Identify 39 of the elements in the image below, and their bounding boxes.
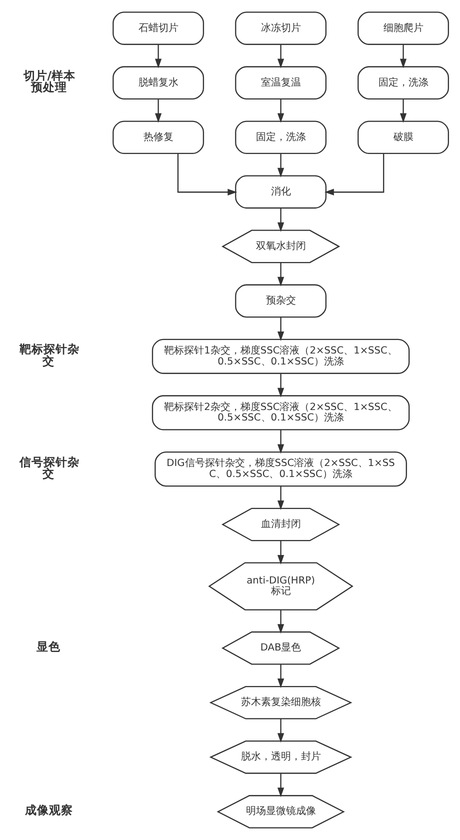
arrow (276, 664, 284, 688)
arrow (276, 719, 284, 743)
arrow (276, 374, 284, 398)
arrow (276, 44, 284, 68)
node-box: 石蜡切片 (112, 12, 204, 45)
arrow (276, 486, 284, 510)
node-box: 消化 (234, 175, 326, 209)
node-box: 靶标探针1杂交，梯度SSC溶液（2×SSC、1×SSC、0.5×SSC、0.1×SSC）洗涤 (151, 338, 410, 374)
arrow (276, 154, 284, 178)
node-box: 热修复 (112, 120, 204, 154)
node-box: 固定，洗涤 (234, 120, 326, 154)
node-box: 固定，洗涤 (357, 66, 448, 100)
node-box: 室温复温 (234, 66, 326, 100)
arrow (276, 208, 284, 232)
arrow (399, 99, 406, 123)
arrow (154, 44, 162, 68)
arrow (324, 154, 384, 196)
arrow (276, 774, 284, 798)
node-box: 冰冻切片 (234, 12, 326, 45)
label: 靶标探针杂交 (19, 342, 80, 368)
node-box: DIG信号探针杂交，梯度SSC溶液（2×SSC、1×SSC、0.5×SSC、0.1×SSC）洗涤 (154, 452, 406, 487)
arrow (276, 610, 284, 634)
arrow (176, 154, 237, 196)
arrow (399, 44, 406, 68)
label: 切片/样本预处理 (22, 68, 76, 94)
arrow (154, 99, 162, 123)
label: 成像观察 (24, 802, 73, 817)
node-box: 脱蜡复水 (112, 66, 204, 100)
arrow (276, 430, 284, 454)
node-box: 细胞爬片 (357, 12, 448, 45)
label: 信号探针杂交 (19, 454, 80, 480)
node-box: 靶标探针2杂交，梯度SSC溶液（2×SSC、1×SSC、0.5×SSC、0.1×SSC）洗涤 (151, 395, 410, 430)
node-box: 预杂交 (234, 284, 326, 318)
node-box: 破膜 (357, 120, 448, 154)
arrow (276, 540, 284, 564)
arrow (276, 317, 284, 341)
arrow (276, 262, 284, 286)
arrow (276, 99, 284, 123)
label: 显色 (36, 639, 60, 654)
